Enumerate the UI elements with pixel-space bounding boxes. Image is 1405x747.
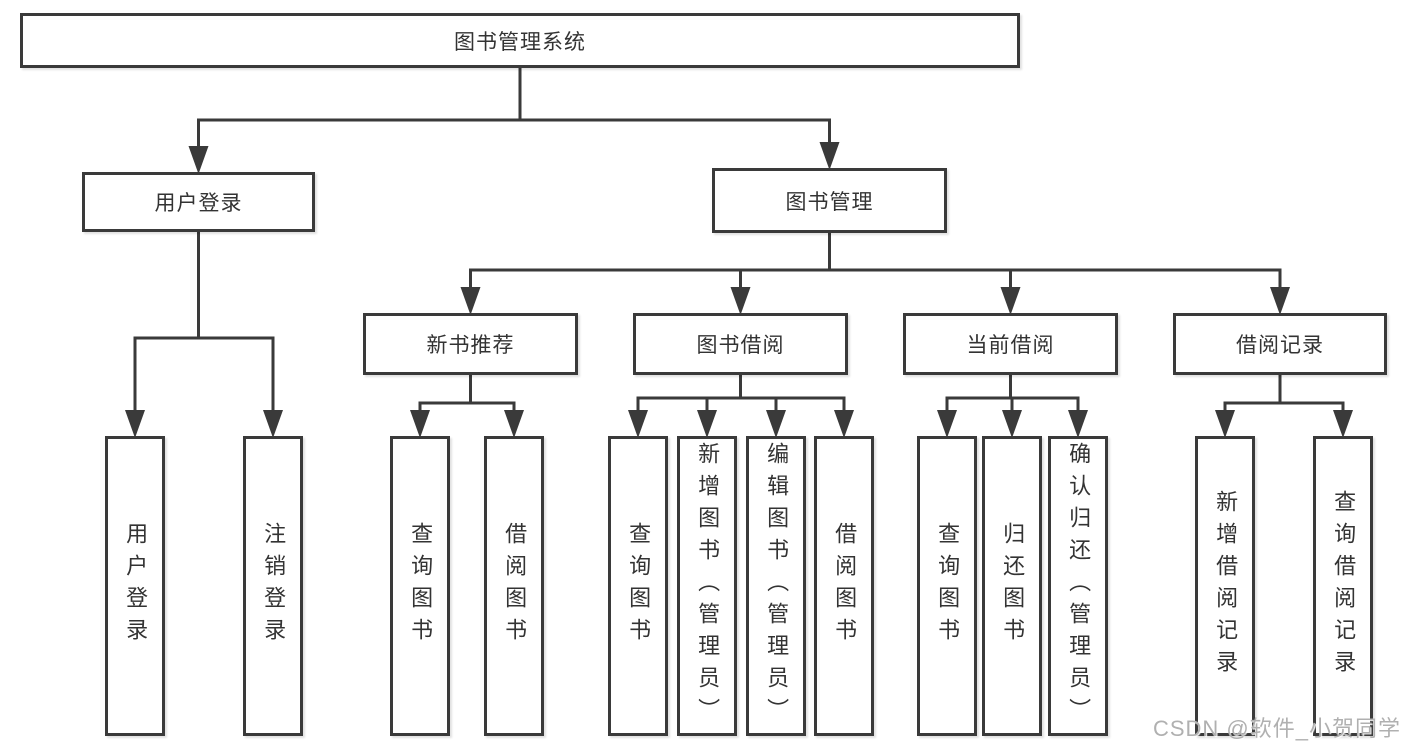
node-label-user-login: 用户登录: [154, 192, 243, 215]
arrow-down-icon: [1068, 410, 1088, 438]
arrow-down-icon: [1333, 410, 1353, 438]
node-borrow-records: 借阅记录: [1173, 313, 1387, 375]
node-user-login: 用户登录: [82, 172, 315, 232]
node-label-leaf-br-add: 新增借阅记录: [1213, 490, 1239, 682]
node-label-book-mgmt: 图书管理: [785, 190, 874, 214]
arrow-down-icon: [188, 146, 209, 174]
arrow-down-icon: [1270, 287, 1290, 315]
arrow-down-icon: [730, 287, 751, 315]
arrow-down-icon: [937, 410, 957, 438]
watermark: CSDN @软件_小贺同学: [1152, 716, 1401, 741]
node-current-borrow: 当前借阅: [903, 313, 1118, 375]
node-label-leaf-cb-return: 归还图书: [1000, 522, 1026, 650]
arrow-down-icon: [1000, 287, 1021, 315]
node-leaf-bb-add: 新增图书（管理员）: [677, 436, 737, 736]
node-label-root: 图书管理系统: [454, 30, 586, 54]
node-label-new-book-rec: 新书推荐: [426, 334, 515, 357]
arrow-down-icon: [697, 410, 717, 438]
arrow-down-icon: [504, 410, 524, 438]
node-label-leaf-bb-borrow: 借阅图书: [832, 522, 858, 650]
arrow-down-icon: [263, 410, 283, 438]
node-leaf-br-query: 查询借阅记录: [1313, 436, 1373, 736]
node-leaf-user-login: 用户登录: [105, 436, 165, 736]
node-label-leaf-nbr-query: 查询图书: [408, 522, 434, 650]
node-label-leaf-bb-query: 查询图书: [626, 522, 652, 650]
node-label-leaf-bb-edit: 编辑图书（管理员）: [764, 442, 790, 730]
node-new-book-rec: 新书推荐: [363, 313, 578, 375]
node-leaf-nbr-borrow: 借阅图书: [484, 436, 544, 736]
arrow-down-icon: [766, 410, 786, 438]
node-label-book-borrow: 图书借阅: [696, 334, 785, 357]
arrow-down-icon: [834, 410, 854, 438]
node-label-leaf-user-login: 用户登录: [123, 522, 149, 650]
arrow-down-icon: [1215, 410, 1235, 438]
node-leaf-bb-edit: 编辑图书（管理员）: [746, 436, 806, 736]
arrow-down-icon: [125, 410, 145, 438]
node-label-borrow-records: 借阅记录: [1236, 334, 1324, 357]
arrow-down-icon: [819, 142, 840, 170]
node-leaf-nbr-query: 查询图书: [390, 436, 450, 736]
node-leaf-bb-query: 查询图书: [608, 436, 668, 736]
node-leaf-logout: 注销登录: [243, 436, 303, 736]
node-book-borrow: 图书借阅: [633, 313, 848, 375]
node-book-mgmt: 图书管理: [712, 168, 947, 233]
arrow-down-icon: [1002, 410, 1022, 438]
node-label-leaf-cb-query: 查询图书: [935, 522, 961, 650]
arrow-down-icon: [410, 410, 430, 438]
node-label-current-borrow: 当前借阅: [966, 334, 1055, 357]
node-root: 图书管理系统: [20, 13, 1020, 68]
node-label-leaf-bb-add: 新增图书（管理员）: [695, 442, 721, 730]
arrow-down-icon: [460, 287, 481, 315]
node-leaf-cb-return: 归还图书: [982, 436, 1042, 736]
node-leaf-cb-query: 查询图书: [917, 436, 977, 736]
node-leaf-br-add: 新增借阅记录: [1195, 436, 1255, 736]
node-label-leaf-cb-confirm: 确认归还（管理员）: [1066, 442, 1092, 730]
node-label-leaf-br-query: 查询借阅记录: [1331, 490, 1357, 682]
node-leaf-cb-confirm: 确认归还（管理员）: [1048, 436, 1108, 736]
arrow-down-icon: [628, 410, 648, 438]
node-label-leaf-nbr-borrow: 借阅图书: [502, 522, 528, 650]
node-label-leaf-logout: 注销登录: [261, 522, 287, 650]
node-leaf-bb-borrow: 借阅图书: [814, 436, 874, 736]
